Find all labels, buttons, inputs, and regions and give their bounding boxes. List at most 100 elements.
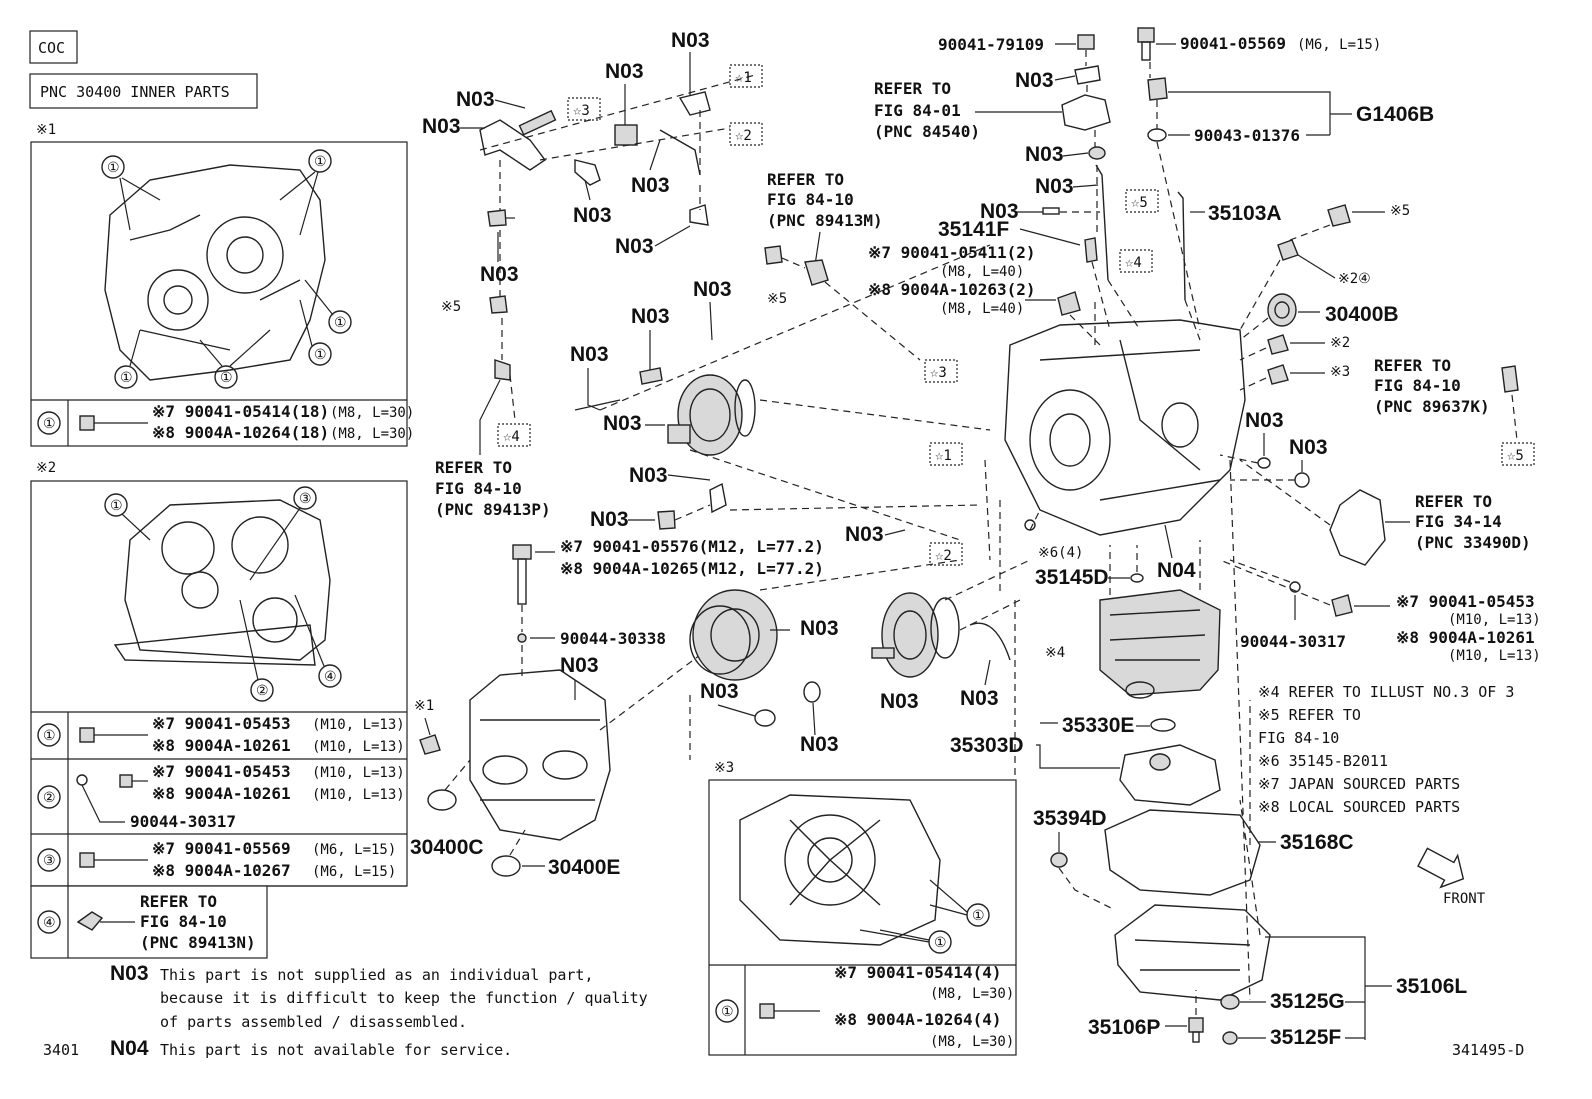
ref-fig-8410-p-line1: REFER TO (435, 458, 512, 477)
ref-fig-8401-line2: FIG 84-01 (874, 101, 961, 120)
legend-n03-code: N03 (110, 962, 149, 985)
inset2-row1-bolt-icon (79, 727, 148, 743)
bolt-m5-right (1327, 204, 1351, 227)
svg-text:(PNC 89413N): (PNC 89413N) (140, 933, 256, 952)
inset2-row3-bolt-icon (79, 852, 148, 868)
label-n03-diff: N03 (800, 617, 839, 640)
label-n03-output: N03 (880, 690, 919, 713)
pan-gasket-35168c (1104, 809, 1261, 896)
label-90041-05453-spec: (M10, L=13) (1448, 612, 1541, 628)
legend-n03-line2: because it is difficult to keep the func… (160, 989, 648, 1007)
svg-text:※8 9004A-10267: ※8 9004A-10267 (152, 861, 291, 880)
svg-text:(M6, L=15): (M6, L=15) (312, 842, 396, 858)
label-m4: ※4 (1045, 645, 1065, 661)
svg-text:☆4: ☆4 (1125, 255, 1142, 271)
magnet-35394d (1050, 852, 1068, 868)
o-ring-b (803, 681, 821, 703)
speed-sensor-m (764, 245, 829, 286)
star-marker-5-top: ☆5 (1125, 189, 1159, 213)
inset2-row3-number: ③ (43, 853, 56, 869)
inset3-callouts: ① ① (859, 879, 990, 954)
converter-housing (469, 669, 611, 841)
label-n03-r3: N03 (1035, 175, 1074, 198)
label-90041-05569-spec: (M6, L=15) (1297, 37, 1381, 53)
label-35330e: 35330E (1062, 714, 1134, 737)
note-5b: FIG 84-10 (1258, 729, 1339, 747)
label-9004a-10263-spec: (M8, L=40) (940, 301, 1024, 317)
label-35103a: 35103A (1208, 202, 1282, 225)
inset2-marker: ※2 (36, 460, 56, 476)
label-n03-housing: N03 (560, 654, 599, 677)
label-90041-05569: 90041-05569 (1180, 34, 1286, 53)
label-35106p: 35106P (1088, 1016, 1160, 1039)
inset1-bolt-icon (79, 415, 148, 431)
inset2-row4-sensor-icon (76, 911, 135, 931)
pan-bolt-35106p (1188, 1017, 1204, 1043)
svg-text:③: ③ (299, 491, 312, 507)
inset2-frame (30, 480, 408, 887)
legend-n04-code: N04 (110, 1037, 149, 1060)
svg-text:※7 90041-05453: ※7 90041-05453 (152, 714, 291, 733)
label-n03-i: N03 (693, 278, 732, 301)
label-35168c: 35168C (1280, 831, 1354, 854)
label-n03-h: N03 (480, 263, 519, 286)
note-6: ※6 35145-B2011 (1258, 752, 1388, 770)
front-label: FRONT (1443, 891, 1486, 907)
svg-text:①: ① (110, 498, 123, 514)
label-n03-r1: N03 (1015, 69, 1054, 92)
svg-text:☆1: ☆1 (735, 70, 752, 86)
gasket-33490d (1329, 489, 1386, 566)
svg-text:①: ① (934, 935, 947, 951)
oil-seal-30400e (491, 855, 521, 877)
drain-plug-35125f (1222, 1031, 1238, 1045)
star-marker-2-mid: ☆2 (929, 542, 963, 566)
snap-ring (969, 622, 1011, 661)
svg-text:④: ④ (324, 669, 337, 685)
bolt-90041-05453 (1331, 594, 1353, 617)
inset3-row-number: ① (721, 1004, 734, 1020)
label-m5-right: ※5 (1390, 203, 1410, 219)
inset3-bolt-icon (759, 1003, 820, 1019)
svg-text:(M8, L=30): (M8, L=30) (930, 986, 1014, 1002)
oil-strainer (1119, 744, 1221, 806)
label-m5-left: ※5 (441, 299, 461, 315)
legend-n03-line3: of parts assembled / disassembled. (160, 1013, 467, 1031)
star-marker-5-right: ☆5 (1501, 442, 1535, 466)
detent-spring-35141f (1084, 237, 1098, 263)
label-35303d: 35303D (950, 734, 1024, 757)
gear-shaft-upper (667, 374, 756, 456)
inset2-row1-number: ① (43, 728, 56, 744)
case-bolt-long (512, 544, 532, 605)
svg-text:※8 9004A-10261: ※8 9004A-10261 (152, 784, 291, 803)
label-30400b: 30400B (1325, 303, 1399, 326)
oil-seal-30400c (427, 789, 457, 811)
pnc-title: PNC 30400 INNER PARTS (40, 83, 230, 101)
ref-fig-8410-p-line2: FIG 84-10 (435, 479, 522, 498)
ref-fig-8410-p-line3: (PNC 89413P) (435, 500, 551, 519)
oil-pan (1114, 904, 1271, 1001)
label-n03-m: N03 (629, 464, 668, 487)
svg-text:①: ① (314, 154, 327, 170)
coc-box (29, 30, 78, 64)
bolt-90041-05569 (1137, 27, 1155, 61)
label-n04: N04 (1157, 559, 1196, 582)
svg-text:①: ① (220, 370, 233, 386)
label-n03-ring-a: N03 (700, 680, 739, 703)
svg-text:※7 90041-05414(4): ※7 90041-05414(4) (834, 963, 1002, 982)
output-gear-shaft (871, 592, 960, 678)
label-90041-05453: ※7 90041-05453 (1396, 592, 1535, 611)
svg-text:①: ① (334, 315, 347, 331)
label-n03-a: N03 (671, 29, 710, 52)
svg-text:(M6, L=15): (M6, L=15) (312, 864, 396, 880)
label-m3: ※3 (1330, 364, 1350, 380)
label-m2: ※2 (1330, 335, 1350, 351)
drawing-number: 341495-D (1452, 1041, 1524, 1059)
label-9004a-10261: ※8 9004A-10261 (1396, 628, 1535, 647)
svg-text:①: ① (120, 370, 133, 386)
star-marker-3-mid: ☆3 (924, 359, 958, 383)
label-30400e: 30400E (548, 856, 620, 879)
label-90044-30317: 90044-30317 (1240, 632, 1346, 651)
label-g1406b: G1406B (1356, 103, 1434, 126)
label-35106l: 35106L (1396, 975, 1467, 998)
